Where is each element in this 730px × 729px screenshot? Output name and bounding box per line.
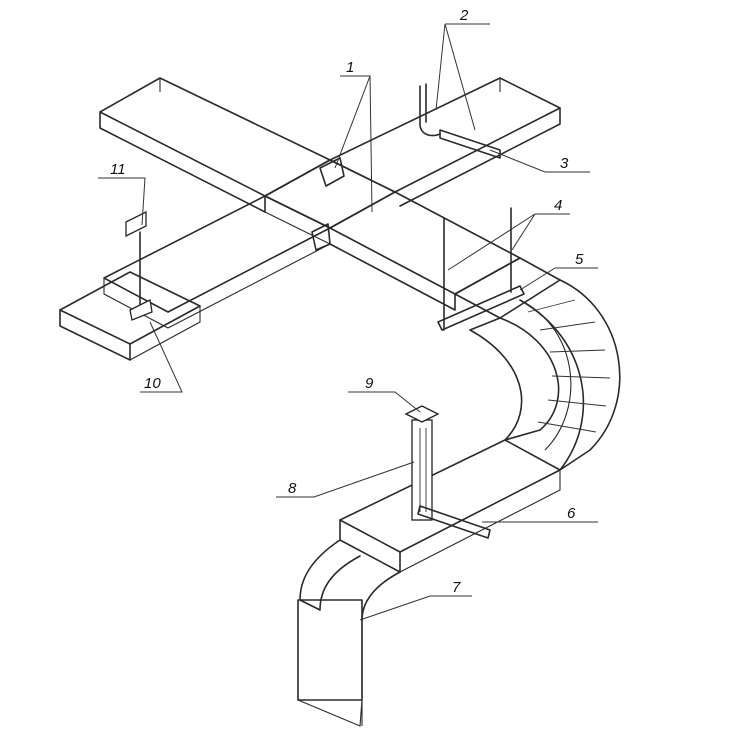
label-4: 4 xyxy=(554,197,562,214)
label-2: 2 xyxy=(459,7,469,24)
label-3: 3 xyxy=(560,155,569,172)
label-5: 5 xyxy=(575,251,584,268)
label-1: 1 xyxy=(346,59,354,76)
callout-numbers: 1 2 3 4 5 6 7 8 9 10 11 xyxy=(110,7,584,596)
label-11: 11 xyxy=(110,161,126,178)
supports xyxy=(125,83,525,539)
tray-bend xyxy=(454,257,621,471)
callout-leaders xyxy=(98,23,598,621)
lower-run xyxy=(297,439,561,727)
label-8: 8 xyxy=(288,480,297,497)
label-7: 7 xyxy=(452,579,461,596)
label-9: 9 xyxy=(365,375,374,392)
label-10: 10 xyxy=(144,375,161,392)
label-6: 6 xyxy=(567,505,576,522)
